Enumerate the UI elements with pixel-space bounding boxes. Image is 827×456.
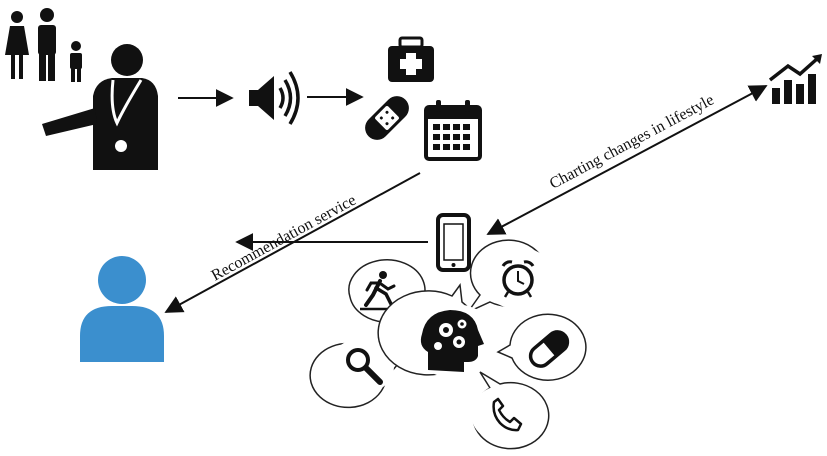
magnifier-icon	[346, 348, 383, 385]
magnifier-bubble	[309, 338, 413, 409]
doctor-icon	[42, 44, 158, 170]
family-icon	[5, 8, 82, 82]
bandage-icon	[365, 96, 409, 140]
brain-gears-icon	[420, 310, 484, 372]
smartphone-icon	[436, 213, 471, 272]
charting-label: Charting changes in lifestyle	[547, 91, 717, 192]
pill-icon	[528, 330, 570, 368]
speaker-icon	[249, 71, 300, 125]
charting-arrow	[486, 85, 768, 235]
brain-bubble	[377, 283, 498, 378]
alarm-clock-icon	[501, 260, 535, 298]
calendar-icon	[424, 100, 482, 161]
phone-icon	[492, 397, 523, 432]
recommendation-label: Recommendation service	[209, 192, 359, 285]
user-icon	[80, 256, 164, 362]
first-aid-kit-icon	[388, 36, 434, 82]
alarm-bubble	[465, 239, 555, 314]
phone-bubble	[471, 371, 550, 450]
growth-chart-icon	[768, 54, 822, 104]
pill-bubble	[496, 313, 587, 381]
